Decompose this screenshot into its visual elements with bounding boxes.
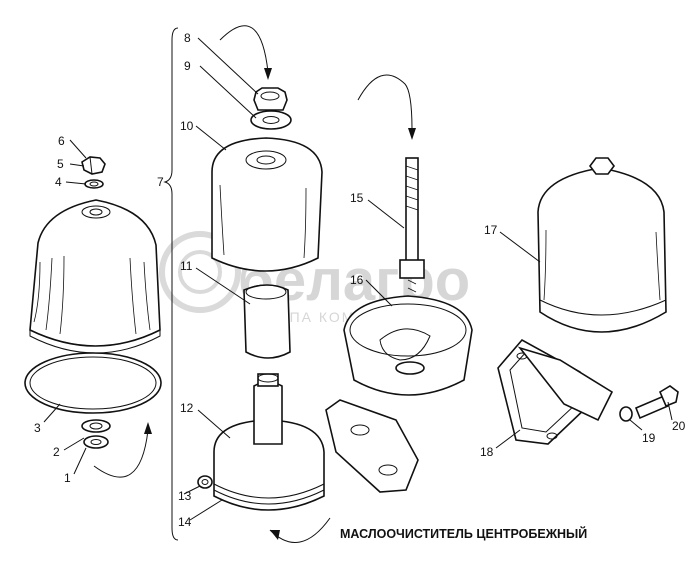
callout-11: 11 <box>180 259 193 273</box>
callout-15: 15 <box>350 191 364 205</box>
callout-13: 13 <box>178 489 192 503</box>
callout-18: 18 <box>480 445 494 459</box>
callout-14: 14 <box>178 515 192 529</box>
leader-lines <box>43 37 673 521</box>
callout-labels: 1 2 3 4 5 6 7 8 9 10 11 12 13 14 15 16 1… <box>34 31 686 529</box>
callout-4: 4 <box>55 175 62 189</box>
callout-16: 16 <box>350 273 364 287</box>
callout-9: 9 <box>184 59 191 73</box>
callout-20: 20 <box>672 419 686 433</box>
callout-6: 6 <box>58 134 65 148</box>
part-housing <box>325 74 473 493</box>
callout-5: 5 <box>57 157 64 171</box>
part-rotor <box>197 25 331 543</box>
part-cover-left <box>24 156 162 478</box>
callout-1: 1 <box>64 471 71 485</box>
callout-7: 7 <box>157 175 164 189</box>
callout-12: 12 <box>180 401 194 415</box>
callout-3: 3 <box>34 421 41 435</box>
callout-17: 17 <box>484 223 498 237</box>
callout-10: 10 <box>180 119 194 133</box>
group-bracket <box>163 27 179 541</box>
callout-2: 2 <box>53 445 60 459</box>
callout-19: 19 <box>642 431 656 445</box>
diagram-caption: МАСЛООЧИСТИТЕЛЬ ЦЕНТРОБЕЖНЫЙ <box>340 526 587 541</box>
callout-8: 8 <box>184 31 191 45</box>
part-cover-right <box>497 157 679 445</box>
